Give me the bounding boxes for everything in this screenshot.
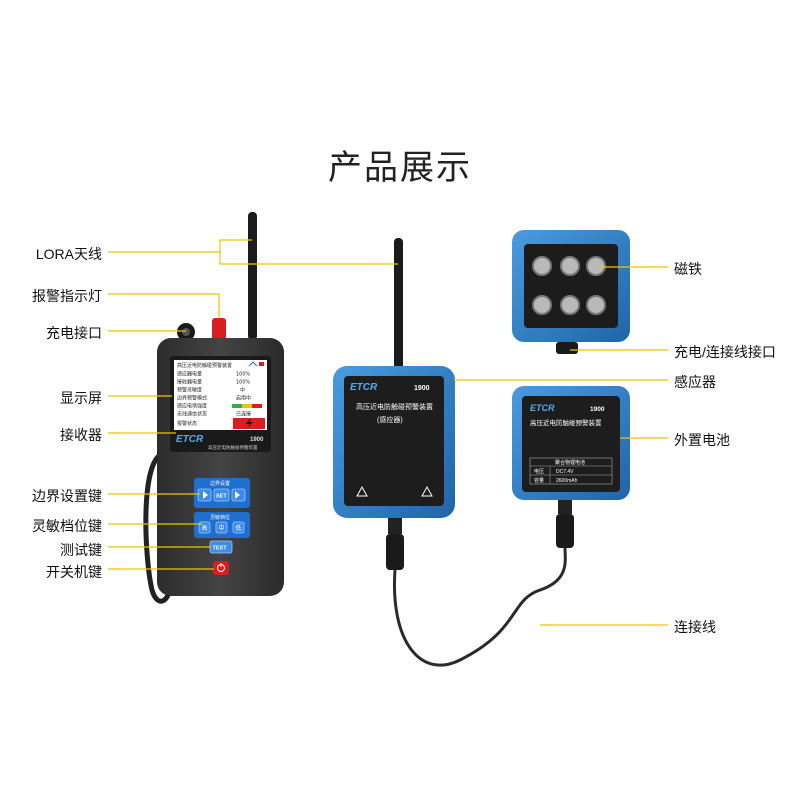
magnet-panel bbox=[512, 230, 630, 354]
connector-port bbox=[556, 342, 578, 354]
wifi-icon bbox=[248, 361, 258, 367]
battery-spec-value: DC7.4V bbox=[556, 469, 574, 475]
label-power-key: 开关机键 bbox=[46, 564, 102, 580]
sensitivity-mid-label: 中 bbox=[219, 524, 225, 532]
label-connector-port: 充电/连接线接口 bbox=[674, 344, 776, 360]
battery-spec-key: 电压 bbox=[534, 468, 544, 475]
magnet-disc bbox=[560, 295, 580, 315]
test-button-label: TEST bbox=[213, 546, 228, 552]
screen-row-label: 报警状态 bbox=[177, 420, 197, 427]
battery-model: 1900 bbox=[590, 406, 605, 413]
connection-cable bbox=[392, 547, 567, 667]
arrow-left-icon bbox=[203, 491, 208, 499]
battery-connector bbox=[558, 500, 572, 514]
handheld-model: 1900 bbox=[250, 437, 264, 443]
screen-row-value: 100% bbox=[236, 380, 251, 386]
sensitivity-low-label: 低 bbox=[236, 524, 242, 532]
screen-row-label: 感应电场强度 bbox=[177, 403, 207, 410]
sensor-face bbox=[344, 376, 444, 506]
sensitivity-high-label: 高 bbox=[202, 524, 208, 532]
sensor-antenna bbox=[394, 238, 403, 370]
sensitivity-mid-button[interactable] bbox=[215, 521, 228, 534]
power-button[interactable] bbox=[213, 561, 229, 575]
screen-row-label: 感应器电量 bbox=[177, 371, 202, 378]
external-battery: ETCR 1900 高压近电防触碰预警装置 聚合物锂电池 电压 DC7.4V 容… bbox=[512, 386, 630, 548]
set-button-label: SET bbox=[216, 494, 227, 500]
lora-antenna bbox=[248, 212, 257, 340]
arrow-right-icon bbox=[235, 491, 240, 499]
label-alarm-light: 报警指示灯 bbox=[32, 288, 102, 304]
battery-brand-logo: ETCR bbox=[530, 403, 555, 413]
label-boundary-key: 边界设置键 bbox=[32, 488, 102, 504]
battery-spec-value: 2600mAh bbox=[556, 478, 578, 484]
lightning-icon bbox=[246, 419, 253, 428]
battery-product-name: 高压近电防触碰预警装置 bbox=[530, 418, 602, 427]
sensitivity-high-button[interactable] bbox=[198, 521, 211, 534]
callout-lines bbox=[108, 239, 668, 626]
battery-table-title: 聚合物锂电池 bbox=[555, 459, 585, 466]
magnet-disc bbox=[532, 256, 552, 276]
sensor-brand-logo: ETCR bbox=[350, 382, 378, 393]
label-sensitivity-key: 灵敏档位键 bbox=[32, 518, 102, 534]
magnet-disc bbox=[560, 256, 580, 276]
sensor-unit: ETCR 1900 高压近电防触碰预警装置 (感应器) bbox=[333, 238, 455, 570]
set-button[interactable] bbox=[213, 488, 230, 502]
label-display: 显示屏 bbox=[60, 390, 102, 406]
field-strength-bar bbox=[232, 404, 242, 408]
sensitivity-panel-title: 灵敏档位 bbox=[210, 514, 230, 521]
screen-row-value: 中 bbox=[240, 387, 245, 394]
boundary-panel-title: 边界设置 bbox=[210, 480, 230, 487]
screen-row-value: 启用中 bbox=[236, 395, 251, 402]
screen-row-label: 无线通信状态 bbox=[177, 411, 207, 418]
label-lora-antenna: LORA天线 bbox=[35, 246, 102, 262]
warning-icon bbox=[356, 485, 368, 497]
label-test-key: 测试键 bbox=[60, 542, 102, 558]
screen-row-label: 预警灵敏度 bbox=[177, 387, 202, 394]
magnet-disc bbox=[586, 256, 606, 276]
sensor-product-name: 高压近电防触碰预警装置 bbox=[356, 402, 433, 411]
label-cable: 连接线 bbox=[674, 619, 716, 635]
page-title: 产品展示 bbox=[328, 149, 472, 187]
battery-spec-table bbox=[529, 457, 613, 485]
handheld-brand-logo: ETCR bbox=[176, 434, 204, 445]
screen-title: 高压近电防触碰预警装置 bbox=[177, 362, 232, 369]
sensor-model: 1900 bbox=[414, 385, 430, 392]
warning-icon bbox=[421, 485, 433, 497]
lanyard bbox=[143, 453, 173, 604]
magnet-disc bbox=[586, 295, 606, 315]
handheld-receiver: 高压近电防触碰预警装置 感应器电量 100% 接收器电量 100% 预警灵敏度 … bbox=[143, 212, 284, 604]
label-charging-port: 充电接口 bbox=[46, 325, 102, 341]
screen-row-label: 接收器电量 bbox=[177, 379, 202, 386]
label-receiver: 接收器 bbox=[60, 427, 102, 443]
screen-row-label: 边界预警模式 bbox=[177, 395, 207, 402]
label-sensor: 感应器 bbox=[674, 374, 716, 390]
sensor-connector bbox=[388, 518, 402, 534]
screen-row-value: 已连接 bbox=[236, 411, 251, 418]
label-magnet: 磁铁 bbox=[674, 261, 702, 277]
alarm-light bbox=[212, 318, 226, 340]
bluetooth-icon bbox=[259, 362, 264, 366]
sensitivity-low-button[interactable] bbox=[232, 521, 245, 534]
handheld-product-name: 高压近电防触碰预警装置 bbox=[208, 444, 258, 451]
battery-spec-key: 容量 bbox=[534, 477, 544, 484]
screen-row-value: 100% bbox=[236, 372, 251, 378]
magnet-disc bbox=[532, 295, 552, 315]
label-external-battery: 外置电池 bbox=[674, 432, 730, 448]
sensor-tag: (感应器) bbox=[377, 415, 403, 424]
